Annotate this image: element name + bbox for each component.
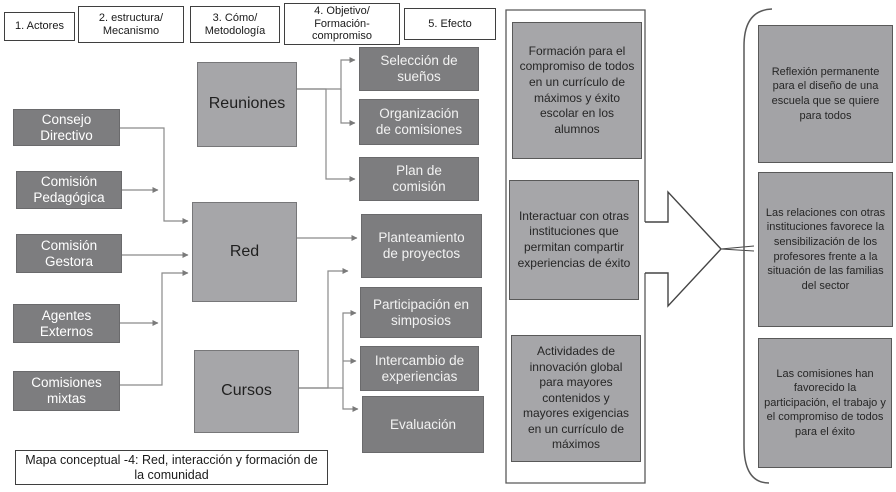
arrow-consejo-to-red xyxy=(120,127,189,224)
objective-interactuar: Interactuar con otras instituciones que … xyxy=(509,180,639,300)
objective-actividades: Actividades de innovación global para ma… xyxy=(511,335,641,462)
actor-consejo-directivo: Consejo Directivo xyxy=(13,109,120,146)
mechanism-red: Red xyxy=(192,202,297,302)
arrow-cursos-to-evaluacion xyxy=(342,388,359,412)
objective-formacion: Formación para el compromiso de todos en… xyxy=(512,22,642,159)
column-header-actores: 1. Actores xyxy=(4,12,75,41)
method-organizacion-de-comisiones: Organización de comisiones xyxy=(359,99,479,145)
method-plan-de-comision: Plan de comisión xyxy=(359,157,479,201)
column-header-como: 3. Cómo/ Metodología xyxy=(190,6,280,43)
column-header-efecto: 5. Efecto xyxy=(404,8,496,40)
method-seleccion-de-suenos: Selección de sueños xyxy=(359,47,479,91)
actor-agentes-externos: Agentes Externos xyxy=(13,304,120,343)
actor-comisiones-mixtas: Comisiones mixtas xyxy=(13,371,120,411)
caption-box: Mapa conceptual -4: Red, interacción y f… xyxy=(15,450,328,485)
column-header-objetivo: 4. Objetivo/ Formación- compromiso xyxy=(284,3,400,45)
effect-reflexion: Reflexión permanente para el diseño de u… xyxy=(758,25,893,163)
method-evaluacion: Evaluación xyxy=(362,396,484,453)
method-planteamiento-de-proyectos: Planteamiento de proyectos xyxy=(361,214,482,278)
arrow-mixtas-to-red xyxy=(120,270,189,386)
effect-comisiones: Las comisiones han favorecido la partici… xyxy=(758,338,892,468)
effect-relaciones: Las relaciones con otras instituciones f… xyxy=(758,172,893,327)
arrow-reuniones-to-organizacion xyxy=(340,89,356,126)
arrow-cursos-to-participacion xyxy=(299,310,357,389)
column-header-estructura: 2. estructura/ Mecanismo xyxy=(78,6,184,43)
arrow-reuniones-to-seleccion xyxy=(297,57,356,90)
mechanism-reuniones: Reuniones xyxy=(197,62,297,147)
method-intercambio-de-experiencias: Intercambio de experiencias xyxy=(360,346,479,391)
big-arrow xyxy=(645,190,722,308)
arrow-reuniones-to-plan xyxy=(297,88,356,182)
actor-comision-pedagogica: Comisión Pedagógica xyxy=(16,171,122,209)
method-participacion-en-simposios: Participación en simposios xyxy=(360,287,482,338)
actor-comision-gestora: Comisión Gestora xyxy=(16,234,122,273)
arrow-cursos-to-planteamiento xyxy=(299,268,349,389)
mechanism-cursos: Cursos xyxy=(194,350,299,433)
big-arrow-pinch xyxy=(720,245,755,252)
